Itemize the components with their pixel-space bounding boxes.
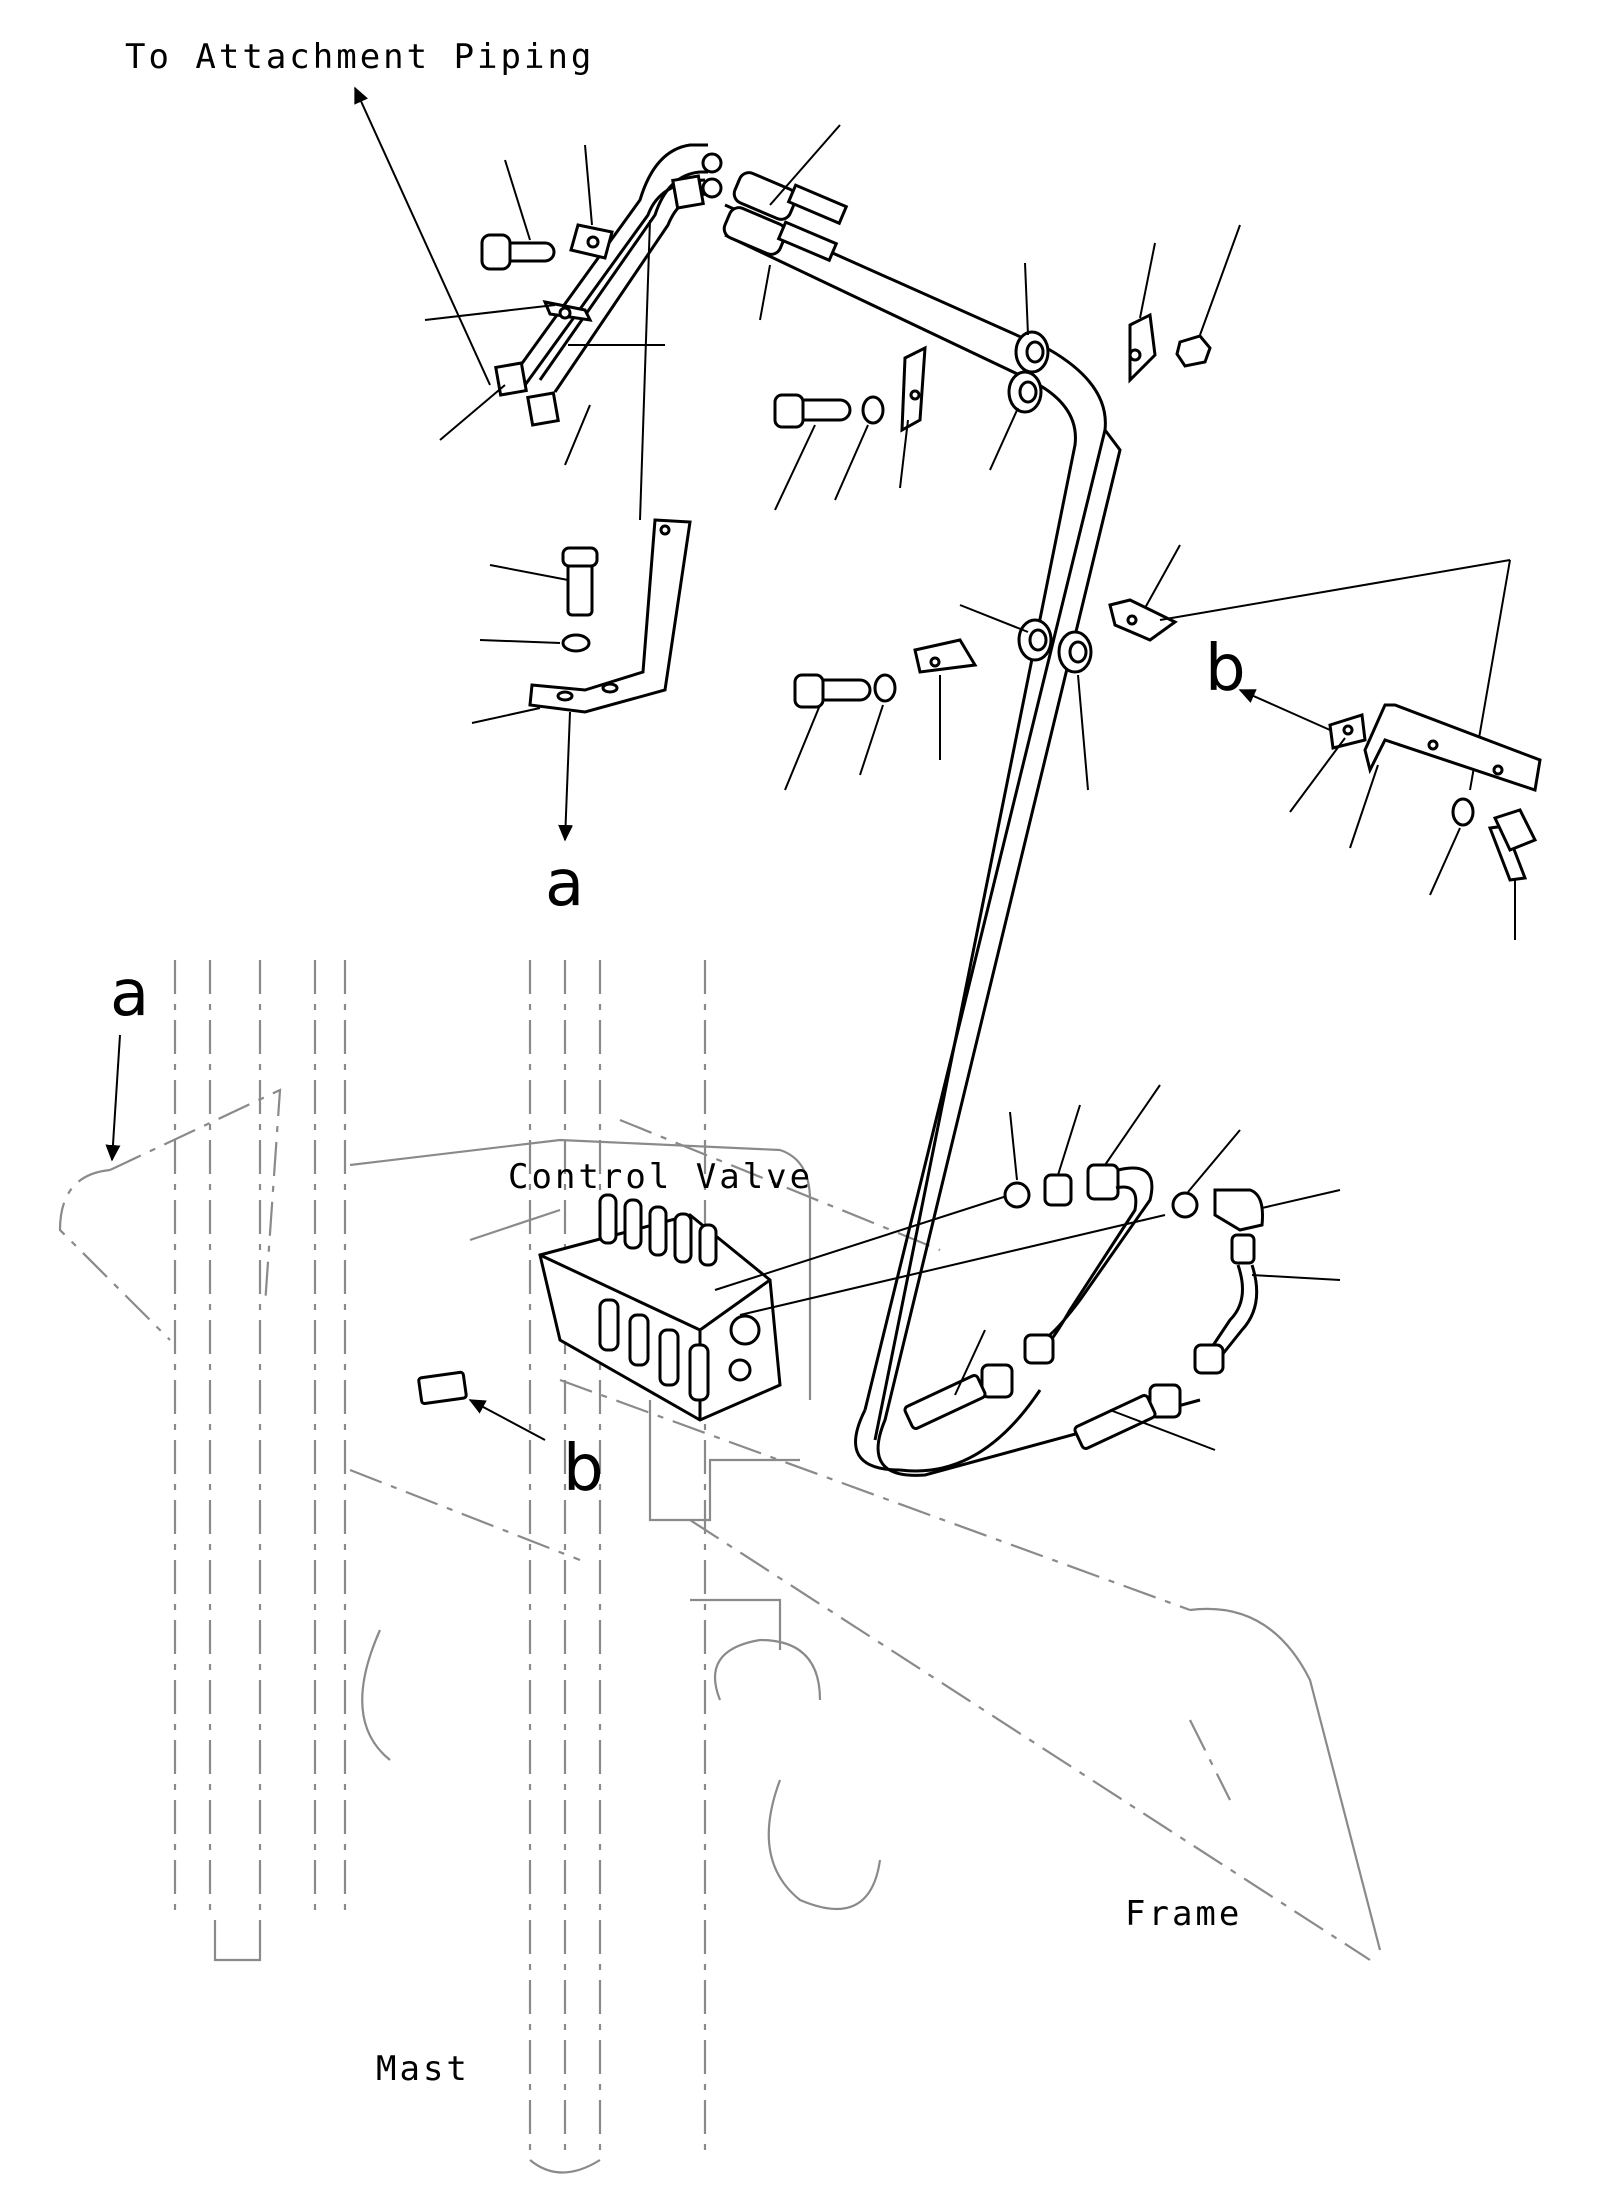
grommets	[1007, 330, 1093, 674]
a-arrow-top	[558, 711, 574, 842]
control-valve	[538, 1193, 1166, 1422]
b-arrow-center	[468, 1399, 546, 1441]
ref-a-left-label: a	[110, 957, 149, 1031]
attachment-pipes	[494, 143, 723, 521]
frame-ghost	[58, 1118, 1382, 1961]
upper-left-hardware	[480, 223, 614, 322]
long-tube	[722, 171, 1201, 1477]
ref-b-center-label: b	[563, 1432, 604, 1506]
attachment-arrow	[354, 86, 491, 386]
leader-lines	[424, 124, 1516, 1451]
mast-label: Mast	[376, 2049, 470, 2089]
bracket-b	[1328, 703, 1542, 882]
bracket-a	[528, 518, 692, 714]
mast-ghost	[109, 960, 707, 2174]
arrows	[105, 86, 1331, 1441]
ref-a-top-label: a	[545, 847, 584, 921]
control-valve-label: Control Valve	[508, 1157, 813, 1197]
to-attachment-label: To Attachment Piping	[125, 37, 594, 77]
lower-fittings	[417, 1163, 1264, 1450]
ref-b-right-label: b	[1205, 632, 1246, 706]
mid-hardware	[773, 312, 1511, 791]
b-arrow-right	[1238, 689, 1331, 731]
a-arrow-left	[105, 1034, 121, 1162]
frame-label: Frame	[1125, 1894, 1242, 1934]
